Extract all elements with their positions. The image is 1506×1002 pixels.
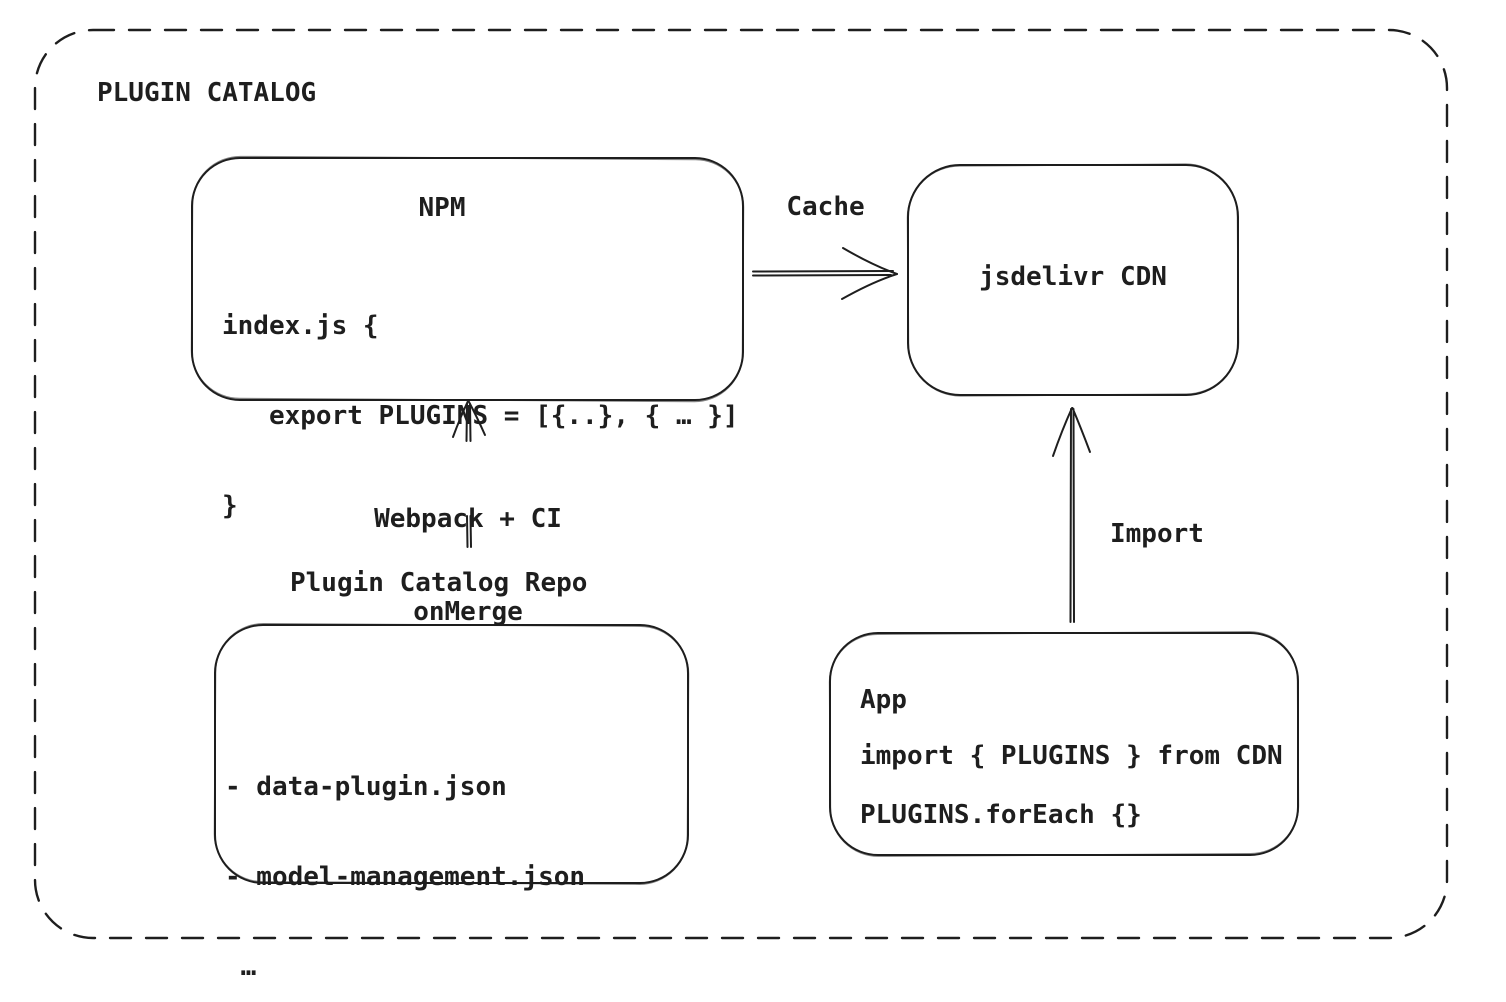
npm-code-line-2: export PLUGINS = [{..}, { … }]	[222, 401, 739, 431]
repo-file-item-2: - model-management.json	[225, 862, 586, 892]
build-arrow-label-line-1: Webpack + CI	[374, 504, 562, 534]
app-foreach-line: PLUGINS.forEach {}	[860, 800, 1142, 830]
app-node-shape[interactable]	[828, 631, 1300, 857]
npm-code-block: index.js { export PLUGINS = [{..}, { … }…	[222, 251, 739, 581]
import-arrow[interactable]	[1052, 407, 1091, 623]
repo-file-list: - data-plugin.json - model-management.js…	[225, 712, 585, 1002]
build-arrow-label-line-2: onMerge	[413, 597, 523, 627]
cache-arrow-label: Cache	[786, 192, 865, 222]
repo-file-item-1: - data-plugin.json	[225, 772, 507, 802]
repo-node-title: Plugin Catalog Repo	[290, 568, 588, 598]
npm-node-shape[interactable]	[190, 155, 745, 403]
frame-title: PLUGIN CATALOG	[97, 78, 317, 108]
build-arrow-label: Webpack + CI onMerge	[318, 442, 618, 690]
app-import-line: import { PLUGINS } from CDN	[860, 741, 1283, 771]
cdn-node-shape[interactable]	[906, 163, 1240, 397]
import-arrow-label: Import	[1110, 519, 1204, 549]
repo-file-item-more: …	[225, 952, 257, 982]
npm-code-line-1: index.js {	[222, 311, 379, 341]
build-arrow[interactable]	[452, 400, 486, 548]
cdn-node-title: jsdelivr CDN	[979, 262, 1167, 292]
plugin-catalog-frame[interactable]	[33, 28, 1449, 940]
repo-node-shape[interactable]	[213, 623, 690, 885]
app-node-title: App	[860, 685, 907, 715]
npm-node-title: NPM	[418, 193, 466, 223]
cache-arrow[interactable]	[752, 247, 898, 300]
npm-code-line-3: }	[222, 491, 238, 521]
